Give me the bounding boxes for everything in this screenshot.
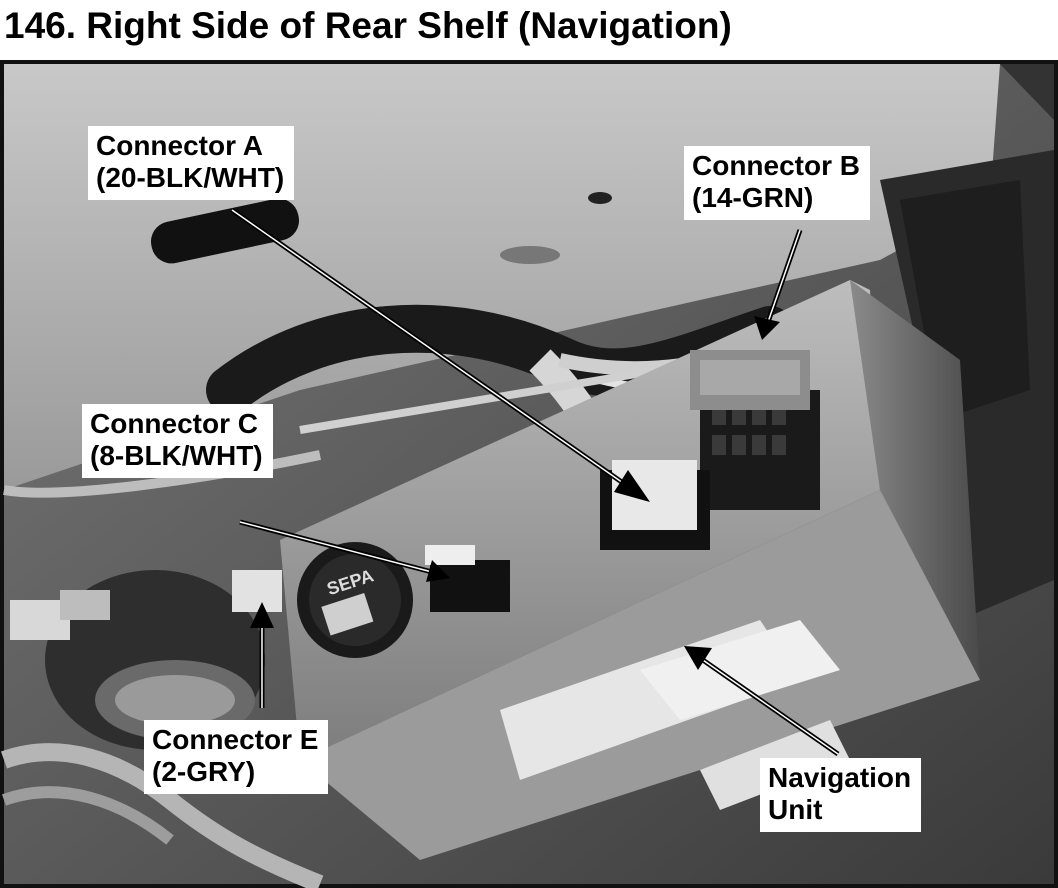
connector-c-name: Connector C [90, 408, 258, 439]
connector-c-spec: (8-BLK/WHT) [90, 440, 263, 471]
connector-a-spec: (20-BLK/WHT) [96, 162, 285, 193]
connector-a-name: Connector A [96, 130, 263, 161]
page-title: 146. Right Side of Rear Shelf (Navigatio… [4, 5, 732, 46]
connector-c-label: Connector C (8-BLK/WHT) [82, 404, 273, 478]
connector-b-spec: (14-GRN) [692, 182, 814, 213]
connector-a-label: Connector A (20-BLK/WHT) [88, 126, 295, 200]
connector-e-spec: (2-GRY) [152, 756, 256, 787]
connector-b-label: Connector B (14-GRN) [684, 146, 870, 220]
connector-e-label: Connector E (2-GRY) [144, 720, 329, 794]
navigation-unit-name-2: Unit [768, 794, 823, 825]
rear-shelf-photo: SEPA [0, 60, 1058, 888]
navigation-unit-name: Navigation [768, 762, 912, 793]
connector-e-name: Connector E [152, 724, 319, 755]
connector-b-name: Connector B [692, 150, 860, 181]
navigation-unit-label: Navigation Unit [760, 758, 922, 832]
